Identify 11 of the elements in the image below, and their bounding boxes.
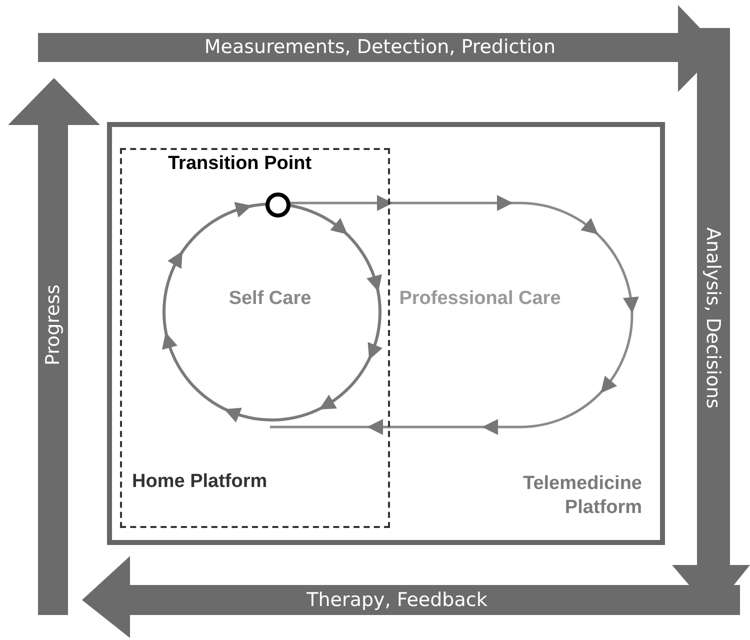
- care-label: Professional Care: [395, 285, 565, 341]
- platform-box: [107, 122, 665, 545]
- band-label: Measurements, Detection, Prediction: [204, 35, 556, 59]
- platform-label: Telemedicine Platform: [522, 472, 642, 520]
- band-label: Therapy, Feedback: [306, 588, 488, 612]
- platform-label: Home Platform: [132, 470, 268, 494]
- care-label: Self Care: [225, 285, 315, 341]
- band-label: Analysis, Decisions: [701, 227, 725, 409]
- point-label: Transition Point: [168, 152, 312, 176]
- dashed-platform-box: [120, 148, 390, 528]
- band-label: Progress: [41, 284, 65, 366]
